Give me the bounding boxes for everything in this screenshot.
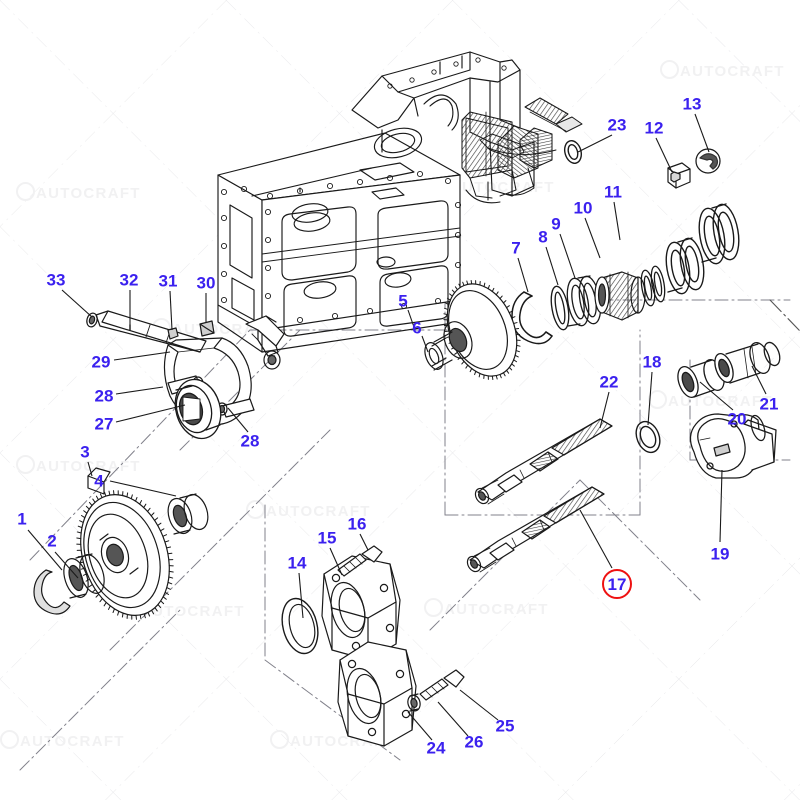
callout-leader-line <box>459 689 499 721</box>
callout-leader-line <box>694 113 710 153</box>
callout-14[interactable]: 14 <box>287 553 307 573</box>
watermark: AUTOCRAFT <box>660 60 785 80</box>
callout-5[interactable]: 5 <box>398 291 408 311</box>
watermark: AUTOCRAFT <box>16 182 141 202</box>
callout-leader-line <box>699 381 734 411</box>
callout-leader-line <box>359 533 369 551</box>
callout-leader-line <box>545 246 559 286</box>
callout-2[interactable]: 2 <box>47 531 57 551</box>
callout-leader-line <box>559 233 576 279</box>
ring-icon <box>0 730 19 749</box>
callout-leader-line <box>298 572 304 619</box>
callout-6[interactable]: 6 <box>412 318 422 338</box>
callout-4[interactable]: 4 <box>94 471 104 491</box>
callout-leader-line <box>647 371 653 426</box>
callout-leader-line <box>407 711 433 741</box>
callout-15[interactable]: 15 <box>317 528 337 548</box>
callout-leader-line <box>579 509 613 569</box>
callout-8[interactable]: 8 <box>538 227 548 247</box>
watermark: AUTOCRAFT <box>246 500 371 520</box>
callout-leader-line <box>54 551 79 579</box>
callout-33[interactable]: 33 <box>46 270 66 290</box>
callout-19[interactable]: 19 <box>710 544 730 564</box>
ring-icon <box>660 60 679 79</box>
callout-leader-line <box>61 289 93 318</box>
callout-25[interactable]: 25 <box>495 716 515 736</box>
callout-20[interactable]: 20 <box>727 409 747 429</box>
watermark-text: AUTOCRAFT <box>36 458 141 475</box>
callout-leader-line <box>719 469 723 543</box>
callout-leader-line <box>169 290 173 331</box>
watermark: AUTOCRAFT <box>424 598 549 618</box>
watermark-text: AUTOCRAFT <box>444 601 549 618</box>
callout-21[interactable]: 21 <box>759 394 779 414</box>
watermark-text: AUTOCRAFT <box>680 63 785 80</box>
callout-leader-line <box>751 365 767 395</box>
callout-31[interactable]: 31 <box>158 271 178 291</box>
callout-12[interactable]: 12 <box>644 118 664 138</box>
callout-leader-line <box>115 404 186 423</box>
callout-18[interactable]: 18 <box>642 352 662 372</box>
callout-1[interactable]: 1 <box>17 509 27 529</box>
callout-leader-line <box>407 309 416 331</box>
callout-30[interactable]: 30 <box>196 273 216 293</box>
ring-icon <box>424 598 443 617</box>
callout-23[interactable]: 23 <box>607 115 627 135</box>
callout-leader-line <box>613 201 621 241</box>
ring-icon <box>16 182 35 201</box>
callout-22[interactable]: 22 <box>599 372 619 392</box>
callout-13[interactable]: 13 <box>682 94 702 114</box>
watermark-text: AUTOCRAFT <box>140 603 245 620</box>
callout-leader-line <box>599 391 610 429</box>
callout-27[interactable]: 27 <box>94 414 114 434</box>
ring-icon <box>648 390 667 409</box>
watermark-text: AUTOCRAFT <box>266 503 371 520</box>
callout-leader-line <box>655 137 673 173</box>
callout-24[interactable]: 24 <box>426 738 446 758</box>
callout-leader-line <box>27 529 63 571</box>
callout-leader-line <box>329 547 343 576</box>
callout-11[interactable]: 11 <box>604 182 622 202</box>
watermark-text: AUTOCRAFT <box>20 733 125 750</box>
callout-28[interactable]: 28 <box>94 386 114 406</box>
ring-icon <box>246 500 265 519</box>
callout-10[interactable]: 10 <box>573 198 593 218</box>
callout-leader-line <box>109 480 177 497</box>
callout-7[interactable]: 7 <box>511 238 521 258</box>
callout-9[interactable]: 9 <box>551 214 561 234</box>
callout-26[interactable]: 26 <box>464 732 484 752</box>
watermark: AUTOCRAFT <box>16 455 141 475</box>
callout-leader-line <box>113 351 171 361</box>
callout-3[interactable]: 3 <box>80 442 90 462</box>
callout-leader-line <box>584 217 601 259</box>
watermark-text: AUTOCRAFT <box>36 185 141 202</box>
callout-29[interactable]: 29 <box>91 352 111 372</box>
watermark: AUTOCRAFT <box>0 730 125 750</box>
callout-leader-line <box>87 461 93 477</box>
ring-icon <box>270 730 289 749</box>
callout-16[interactable]: 16 <box>347 514 367 534</box>
callout-leader-line <box>577 134 613 153</box>
callout-32[interactable]: 32 <box>119 270 139 290</box>
callout-leader-line <box>115 386 164 395</box>
callout-leader-line <box>437 701 469 737</box>
ring-icon <box>16 455 35 474</box>
callout-leader-line <box>421 335 429 353</box>
callout-leader-line <box>517 257 529 293</box>
callout-leader-line <box>227 407 249 433</box>
callout-28b[interactable]: 28 <box>240 431 260 451</box>
callout-17[interactable]: 17 <box>602 569 632 599</box>
